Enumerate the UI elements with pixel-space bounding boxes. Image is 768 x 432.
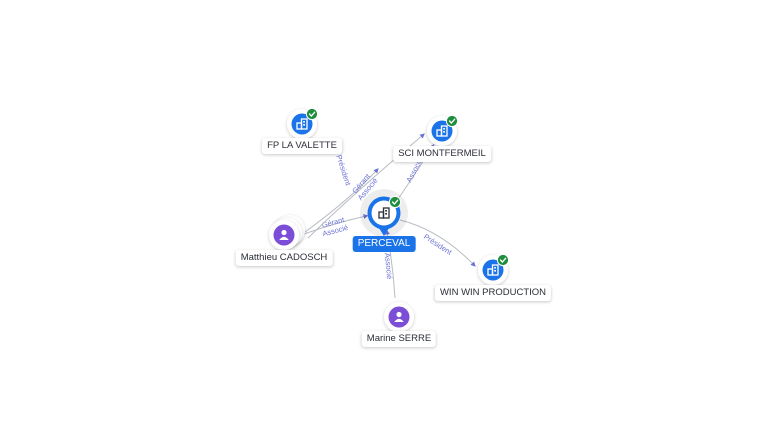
node-label-www[interactable]: WIN WIN PRODUCTION — [434, 285, 552, 301]
building-icon — [436, 125, 448, 137]
node-label-sci[interactable]: SCI MONTFERMEIL — [393, 146, 491, 162]
verified-badge-icon — [445, 114, 459, 128]
company-node-www[interactable] — [478, 253, 510, 285]
building-icon — [296, 118, 308, 130]
node-label-matthieu[interactable]: Matthieu CADOSCH — [235, 250, 333, 266]
center-node[interactable] — [360, 189, 408, 237]
building-icon — [378, 207, 390, 219]
verified-badge-icon — [388, 195, 402, 209]
verified-badge-icon — [305, 107, 319, 121]
edge-line — [304, 168, 379, 233]
verified-badge-icon — [496, 253, 510, 267]
node-label-fp[interactable]: FP LA VALETTE — [262, 138, 342, 154]
company-node-fp[interactable] — [287, 107, 319, 139]
edge-label: Président — [334, 154, 353, 188]
person-node-matthieu[interactable] — [269, 215, 305, 250]
company-node-sci[interactable] — [427, 114, 459, 146]
person-icon — [394, 311, 404, 322]
building-icon — [487, 264, 499, 276]
edge-line — [303, 214, 369, 235]
edge-label: Associé — [383, 253, 394, 280]
person-icon — [279, 229, 289, 240]
node-label-marine[interactable]: Marine SERRE — [361, 331, 437, 347]
person-node-marine[interactable] — [384, 302, 414, 332]
node-label-center[interactable]: PERCEVAL — [352, 236, 416, 252]
edge-line — [399, 219, 476, 267]
